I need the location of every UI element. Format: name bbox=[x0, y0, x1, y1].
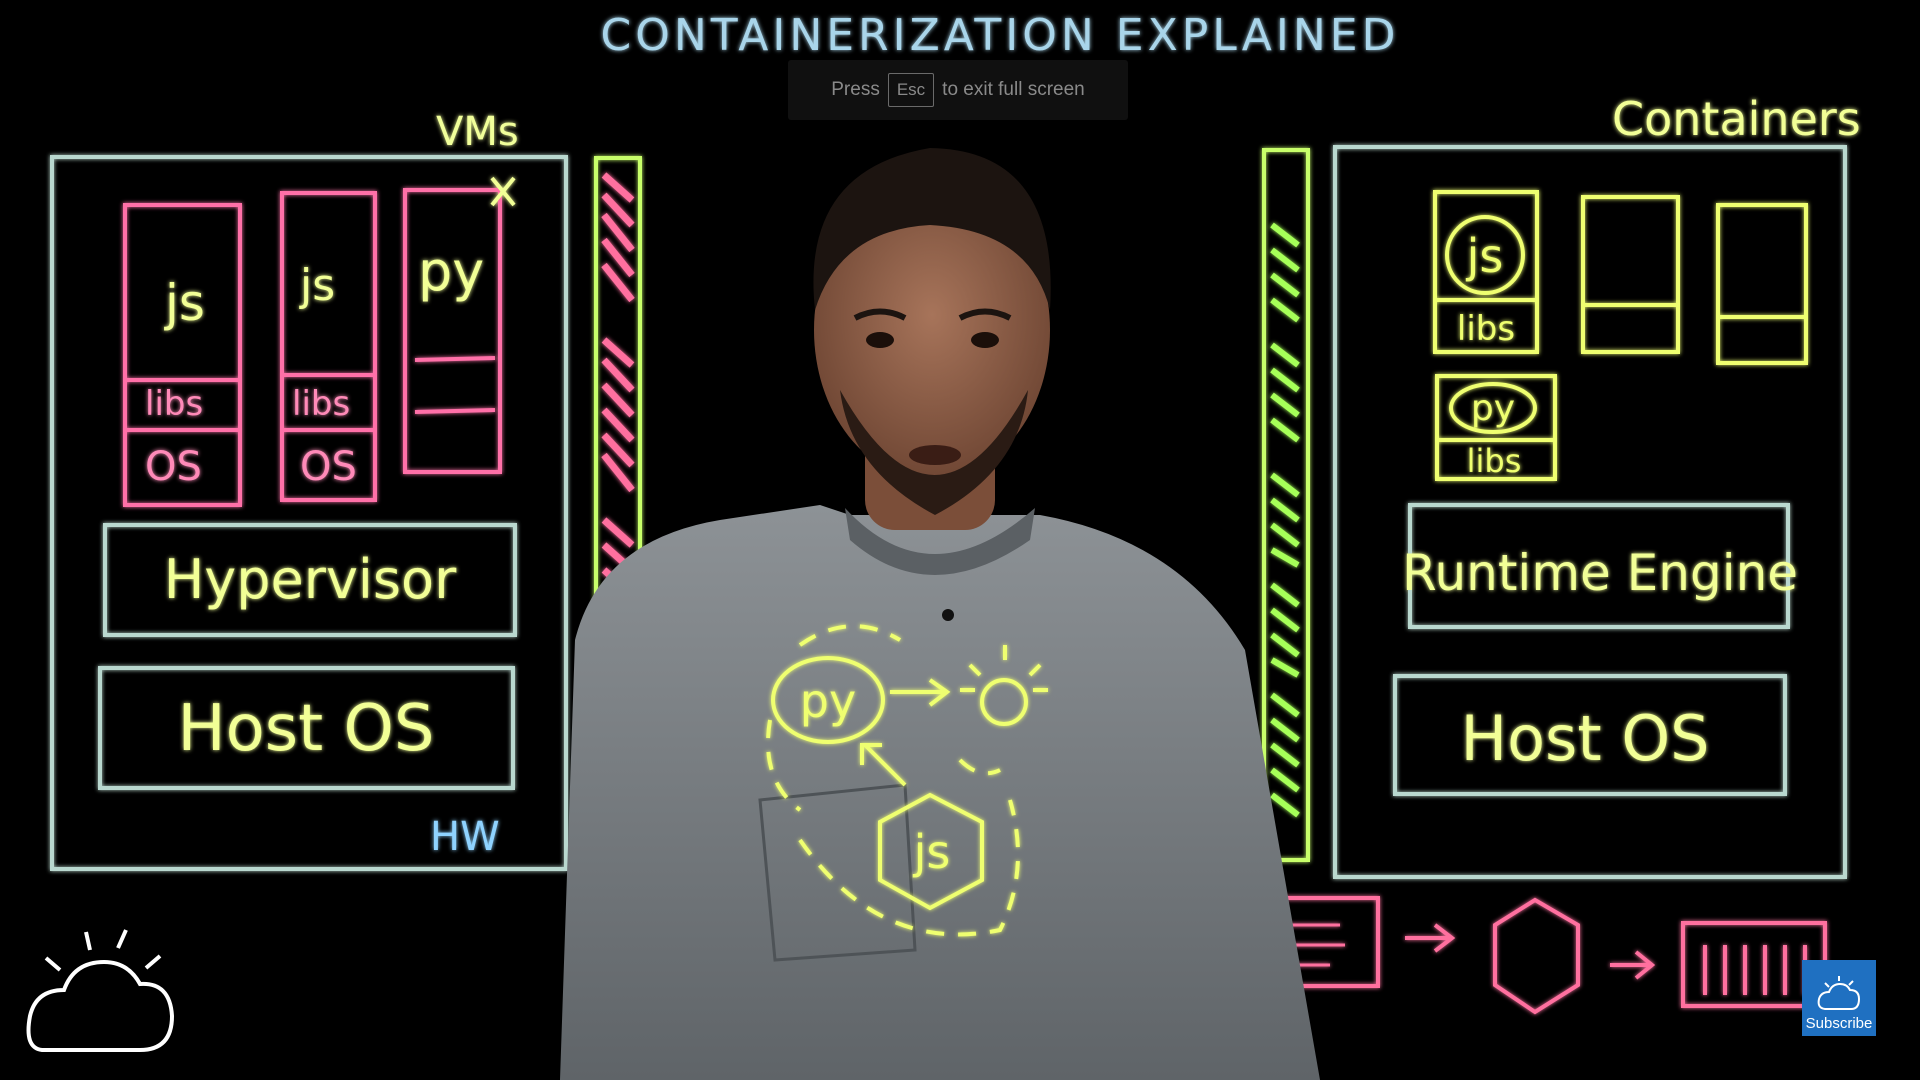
board-title: CONTAINERIZATION EXPLAINED bbox=[601, 10, 1400, 61]
vm-column-3: py bbox=[403, 176, 516, 474]
shirt-js-label: js bbox=[913, 825, 951, 879]
vm-1-os: OS bbox=[145, 444, 202, 490]
fullscreen-exit-toast: Press Esc to exit full screen bbox=[788, 60, 1128, 120]
subscribe-button[interactable]: Subscribe bbox=[1802, 960, 1876, 1036]
toast-exit-text: to exit full screen bbox=[942, 79, 1085, 100]
vm-2-app: js bbox=[299, 260, 335, 311]
cross-mark-icon bbox=[490, 176, 516, 207]
vm-1-app: js bbox=[164, 274, 205, 332]
empty-container-2 bbox=[1581, 195, 1680, 354]
vms-label: VMs bbox=[436, 109, 519, 155]
js-container: js libs bbox=[1433, 190, 1539, 354]
shirt-diagram: py js bbox=[766, 624, 1048, 937]
containers-panel: Containers js libs py bbox=[1262, 92, 1861, 879]
hypervisor-box bbox=[103, 523, 517, 637]
toast-press-text: Press bbox=[831, 79, 880, 100]
vm-host-os-box bbox=[98, 666, 515, 790]
esc-key: Esc bbox=[887, 73, 935, 107]
container-py-libs: libs bbox=[1467, 442, 1522, 480]
vm-3-app: py bbox=[418, 240, 484, 303]
container-js-label: js bbox=[1466, 229, 1504, 283]
hypervisor-label: Hypervisor bbox=[164, 548, 457, 611]
subscribe-label: Subscribe bbox=[1805, 1015, 1873, 1032]
vm-2-libs: libs bbox=[292, 384, 350, 424]
ibm-cloud-logo-icon bbox=[26, 929, 175, 1052]
lightbulb-icon bbox=[960, 645, 1048, 726]
presenter bbox=[560, 148, 1320, 1080]
vm-2-os: OS bbox=[300, 444, 357, 490]
shirt-py-label: py bbox=[800, 674, 856, 728]
container-host-os-label: Host OS bbox=[1460, 702, 1709, 775]
container-py-label: py bbox=[1471, 388, 1515, 429]
hw-label: HW bbox=[430, 814, 500, 860]
vm-host-os-label: Host OS bbox=[177, 692, 434, 766]
vm-column-1: js libs OS bbox=[123, 203, 242, 507]
runtime-engine-box bbox=[1408, 503, 1790, 629]
containers-label: Containers bbox=[1612, 92, 1861, 146]
container-js-libs: libs bbox=[1457, 309, 1515, 349]
empty-container-3 bbox=[1716, 203, 1808, 365]
vm-column-2: js libs OS bbox=[280, 191, 377, 502]
build-pipeline-drawing bbox=[1236, 896, 1827, 1015]
container-host-os-box bbox=[1393, 674, 1787, 796]
vms-panel: VMs js libs OS js libs OS py bbox=[50, 109, 642, 871]
container-resource-bar bbox=[1262, 148, 1310, 862]
cloud-icon bbox=[1817, 976, 1861, 1010]
runtime-engine-label: Runtime Engine bbox=[1402, 544, 1798, 602]
vm-1-libs: libs bbox=[145, 384, 203, 424]
py-container: py libs bbox=[1435, 374, 1557, 481]
